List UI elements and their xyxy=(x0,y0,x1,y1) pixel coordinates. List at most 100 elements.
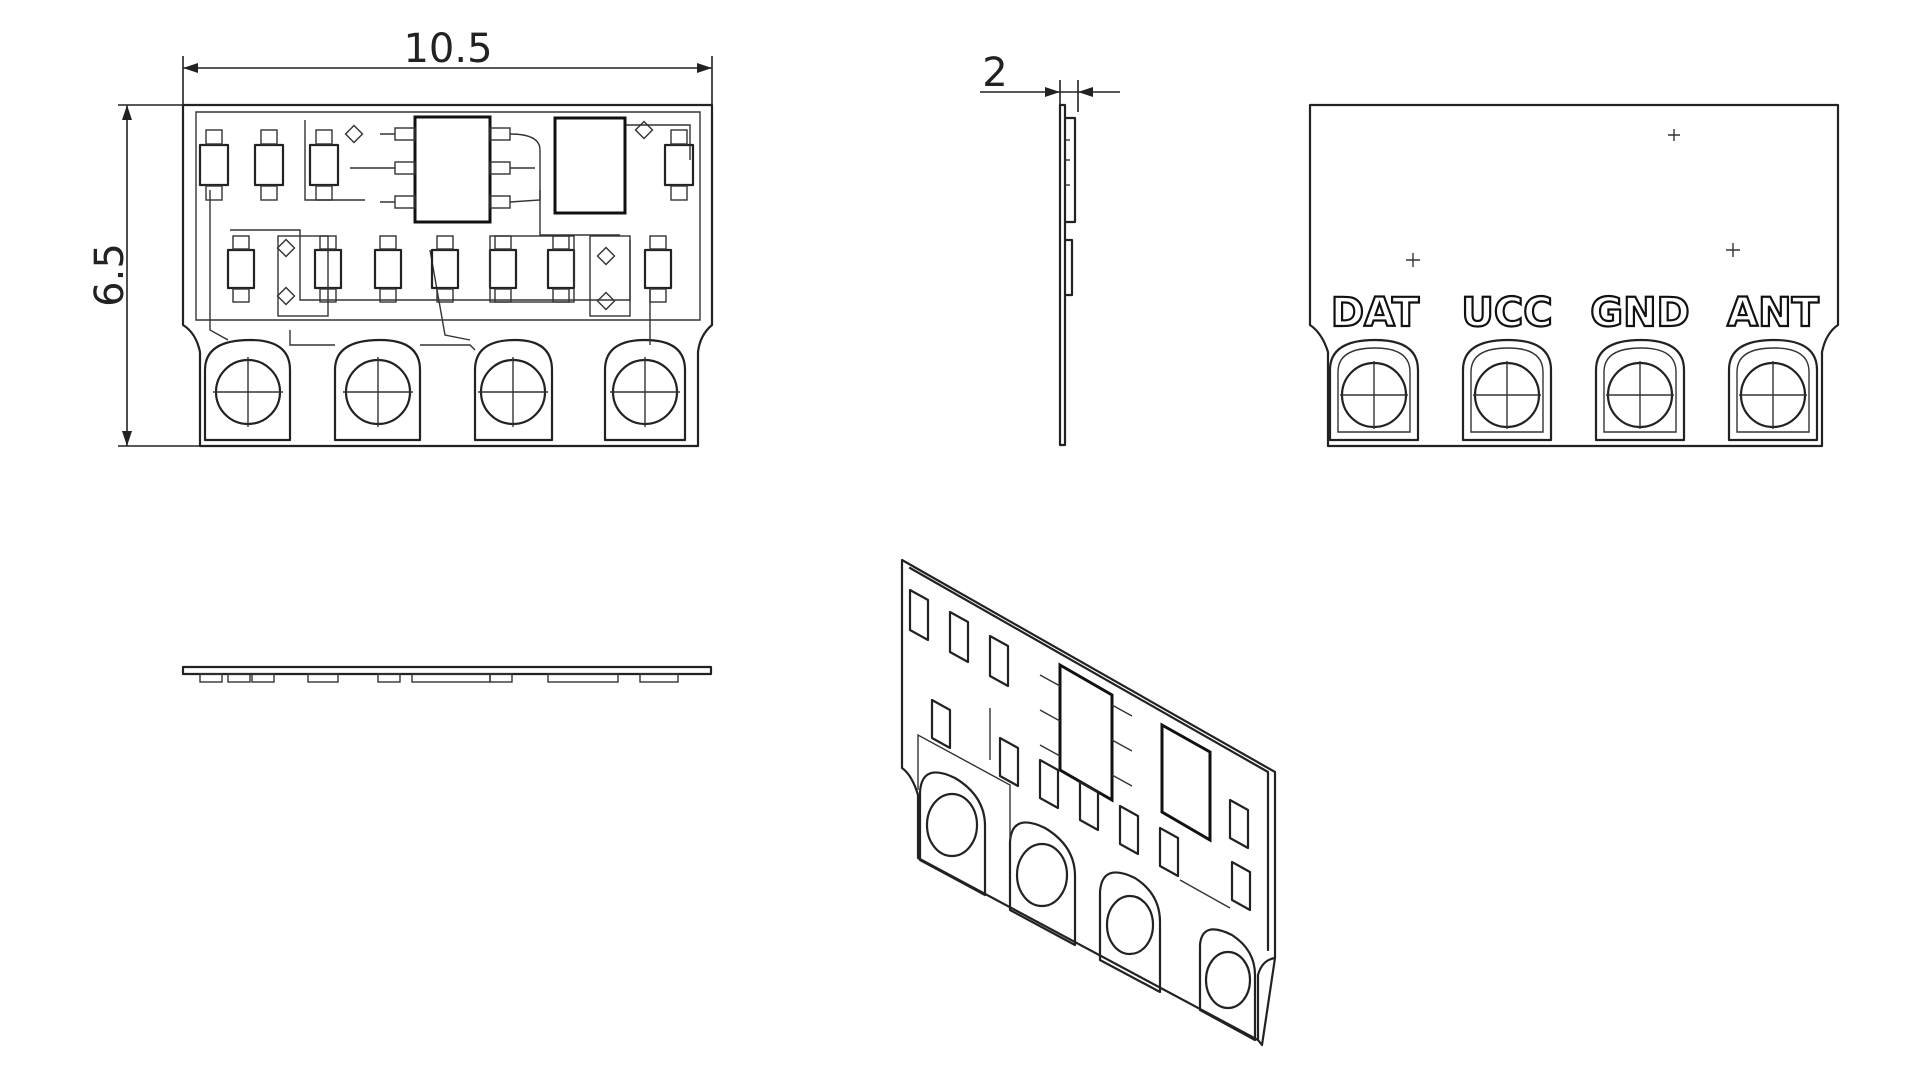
back-view: DAT UCC GND ANT xyxy=(1308,103,1840,448)
iso-resistor-11 xyxy=(1230,860,1252,912)
edge-part-3 xyxy=(251,673,275,683)
edge-components xyxy=(199,673,679,683)
back-board-outline xyxy=(1308,103,1840,448)
via-6 xyxy=(596,291,616,311)
back-pad-dat-inner xyxy=(1337,347,1411,433)
via-3 xyxy=(276,238,296,258)
iso-ic-u1 xyxy=(1058,662,1114,803)
resistor-r8-pad-bottom xyxy=(436,288,454,303)
resistor-r2-pad-top xyxy=(260,129,278,145)
resistor-r4-pad-bottom xyxy=(670,185,688,201)
ic-u1-lead-3 xyxy=(394,195,416,209)
iso-resistor-3 xyxy=(988,634,1010,688)
ic-u1-lead-2 xyxy=(394,161,416,175)
resistor-r3-pad-bottom xyxy=(315,185,333,201)
resistor-r1-pad-bottom xyxy=(205,185,223,201)
iso-resistor-7 xyxy=(1078,780,1100,832)
back-pad-ant-cross xyxy=(1739,361,1807,429)
resistor-group-outline xyxy=(489,235,575,303)
edge-part-4 xyxy=(307,673,339,683)
trace-i xyxy=(620,124,691,160)
resistor-r11 xyxy=(643,248,673,290)
back-pad-ant xyxy=(1727,338,1819,442)
trace-g xyxy=(304,120,365,201)
front-components-middle xyxy=(226,235,673,317)
back-pad-ucc xyxy=(1461,338,1553,442)
resistor-r10-pad-top xyxy=(552,235,570,250)
edge-part-7 xyxy=(489,673,513,683)
height-dimension-label: 6.5 xyxy=(87,243,133,307)
front-view: 10.5 6.5 xyxy=(87,26,714,448)
back-pad-gnd-cross xyxy=(1606,361,1674,429)
ic-u1-trace xyxy=(509,133,541,203)
resistor-r5-pad-top xyxy=(232,235,250,250)
board-inner-outline xyxy=(195,111,701,321)
thickness-arrow-left xyxy=(1045,87,1060,97)
edge-board xyxy=(181,665,713,676)
back-pad-gnd-inner xyxy=(1603,347,1677,433)
back-pad-gnd xyxy=(1594,338,1686,442)
resistor-r10 xyxy=(546,248,576,290)
resistor-r5 xyxy=(226,248,256,290)
back-pads xyxy=(1328,338,1819,442)
ic-u2 xyxy=(553,116,627,215)
iso-pad-1-hole xyxy=(925,792,979,858)
iso-pad-2-hole xyxy=(1015,842,1069,908)
iso-trace-3 xyxy=(1179,879,1231,909)
iso-resistor-5 xyxy=(998,736,1020,788)
via-4 xyxy=(276,286,296,306)
crosshair-3 xyxy=(1726,243,1740,257)
pin-label-ucc: UCC xyxy=(1461,290,1552,336)
height-arrow-top xyxy=(122,105,132,120)
resistor-r3-pad-top xyxy=(315,129,333,145)
trace-f xyxy=(230,229,631,301)
ic-u1-lead-4 xyxy=(489,127,511,141)
ic-u1-lead-1 xyxy=(394,127,416,141)
resistor-r1-pad-top xyxy=(205,129,223,145)
resistor-r9-pad-top xyxy=(494,235,512,250)
resistor-r5-pad-bottom xyxy=(232,288,250,303)
ic-u1-lead-5 xyxy=(489,161,511,175)
iso-components xyxy=(908,588,1252,912)
height-arrow-bottom xyxy=(122,431,132,446)
iso-resistor-6 xyxy=(1038,758,1060,810)
resistor-r2 xyxy=(253,143,285,187)
iso-pad-2 xyxy=(1008,821,1077,947)
back-pad-ant-inner xyxy=(1736,347,1810,433)
iso-resistor-4 xyxy=(930,698,952,750)
resistor-r3 xyxy=(308,143,340,187)
edge-part-8 xyxy=(547,673,619,683)
iso-pad-1 xyxy=(918,771,987,897)
pin-label-ant: ANT xyxy=(1727,290,1819,336)
resistor-r1 xyxy=(198,143,230,187)
resistor-r8-pad-top xyxy=(436,235,454,250)
back-pad-dat xyxy=(1328,338,1420,442)
width-arrow-right xyxy=(697,63,712,73)
iso-pads xyxy=(918,771,1257,1042)
iso-trace-1 xyxy=(917,733,1011,840)
trace-b xyxy=(289,330,335,346)
pad-2 xyxy=(333,338,422,442)
iso-resistor-8 xyxy=(1118,804,1140,856)
edge-part-2 xyxy=(227,673,251,683)
pin-label-dat: DAT xyxy=(1331,290,1420,336)
back-crosshairs xyxy=(1406,129,1740,267)
bottom-edge-view xyxy=(181,665,713,683)
side-component xyxy=(1063,238,1074,297)
width-arrow-left xyxy=(183,63,198,73)
thickness-arrow-right xyxy=(1078,87,1093,97)
middle-vias xyxy=(276,238,616,311)
via-2 xyxy=(634,120,654,140)
board-outline xyxy=(181,103,714,448)
trace-c xyxy=(420,344,476,351)
pad-1 xyxy=(203,338,292,442)
via-group-outline-2 xyxy=(277,235,329,317)
crosshair-1 xyxy=(1668,129,1680,141)
trace-a xyxy=(209,190,229,341)
resistor-r2-pad-bottom xyxy=(260,185,278,201)
front-components-top xyxy=(198,115,695,224)
resistor-r11-pad-bottom xyxy=(649,288,667,303)
crosshair-2 xyxy=(1406,253,1420,267)
isometric-view xyxy=(900,558,1277,1047)
side-ic xyxy=(1063,116,1077,224)
